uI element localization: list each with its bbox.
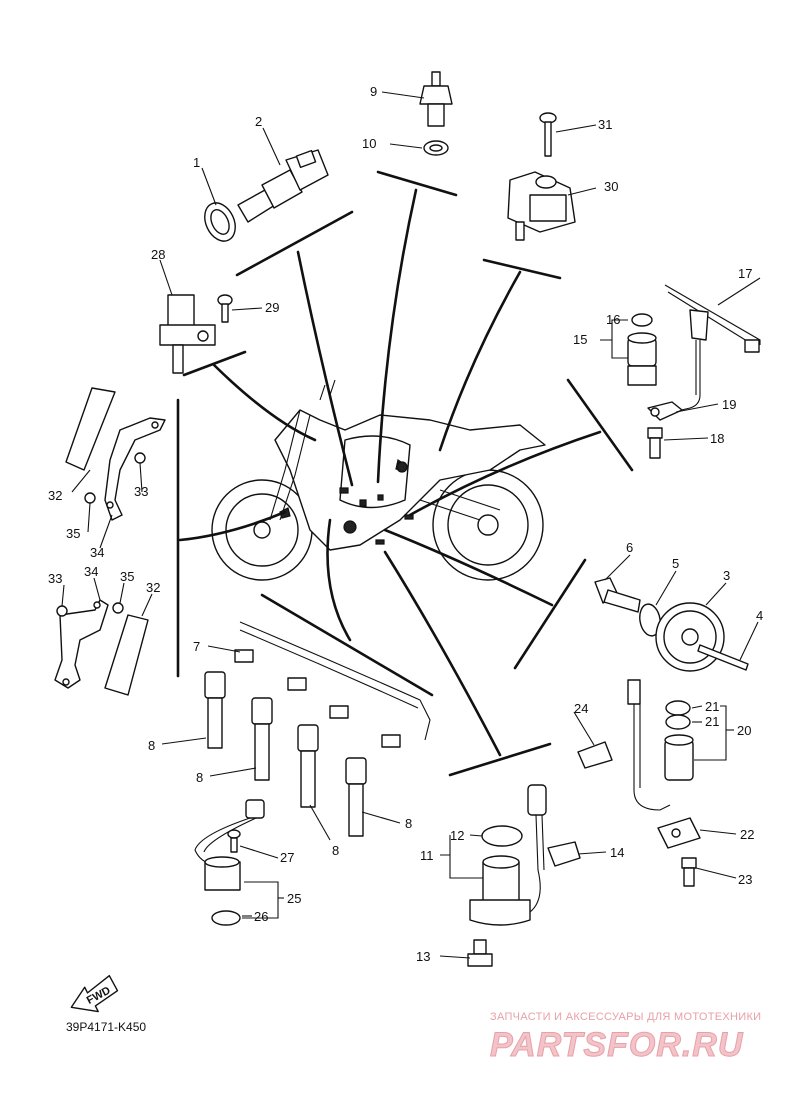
callout-8-a: 8 [148, 738, 155, 753]
callout-3: 3 [723, 568, 730, 583]
callout-10: 10 [362, 136, 376, 151]
part-19-bracket [647, 401, 683, 421]
part-15-sensor [627, 332, 657, 386]
part-35-washer-upper [84, 492, 96, 504]
motorcycle-illustration [211, 379, 546, 581]
callout-18: 18 [710, 431, 724, 446]
callout-27: 27 [280, 850, 294, 865]
part-8-ignition-coil-1 [204, 671, 226, 749]
callout-15: 15 [573, 332, 587, 347]
callout-2: 2 [255, 114, 262, 129]
part-3-sprocket [655, 602, 725, 672]
callout-12: 12 [450, 828, 464, 843]
callout-9: 9 [370, 84, 377, 99]
part-21-o-rings [665, 700, 691, 730]
part-18-bolt [647, 427, 663, 459]
callout-30: 30 [604, 179, 618, 194]
part-29-screw [217, 294, 233, 323]
callout-8-b: 8 [196, 770, 203, 785]
callout-28: 28 [151, 247, 165, 262]
part-9-switch [419, 71, 453, 127]
callout-labels: 1 2 3 4 5 6 7 8 8 8 8 9 10 11 12 13 14 1… [48, 84, 763, 964]
part-10-washer [423, 140, 449, 156]
part-31-screw [539, 112, 557, 157]
callout-29: 29 [265, 300, 279, 315]
part-28-sensor [159, 294, 216, 374]
callout-34-b: 34 [84, 564, 98, 579]
part-22-bracket [657, 817, 701, 849]
callout-25: 25 [287, 891, 301, 906]
part-33-nut-lower [56, 605, 68, 617]
callout-35-b: 35 [120, 569, 134, 584]
callout-32-a: 32 [48, 488, 62, 503]
callout-14: 14 [610, 845, 624, 860]
callout-11: 11 [420, 848, 434, 863]
callout-6: 6 [626, 540, 633, 555]
callout-4: 4 [756, 608, 763, 623]
callout-21-a: 21 [705, 699, 719, 714]
callout-21-b: 21 [705, 714, 719, 729]
part-24-clamp [577, 741, 613, 769]
callout-17: 17 [738, 266, 752, 281]
part-32-reflector-upper [65, 387, 116, 471]
part-1-washer [204, 202, 236, 242]
callout-31: 31 [598, 117, 612, 132]
callout-8-d: 8 [405, 816, 412, 831]
part-11-sensor [469, 784, 547, 926]
part-23-bolt [681, 857, 697, 887]
part-25-sensor [194, 799, 265, 891]
callout-35-a: 35 [66, 526, 80, 541]
forward-direction-arrow: FWD [70, 974, 119, 1013]
part-17-harness [659, 284, 761, 416]
part-7-harness [234, 621, 431, 748]
watermark: ЗАПЧАСТИ И АКСЕССУАРЫ ДЛЯ МОТОТЕХНИКИ PA… [490, 1011, 762, 1065]
part-8-ignition-coil-3 [297, 724, 319, 808]
part-4-shaft [697, 644, 749, 671]
callout-34-a: 34 [90, 545, 104, 560]
callout-23: 23 [738, 872, 752, 887]
callout-7: 7 [193, 639, 200, 654]
callout-5: 5 [672, 556, 679, 571]
part-20-sensor [627, 679, 694, 811]
callout-32-b: 32 [146, 580, 160, 595]
part-8-ignition-coil-2 [251, 697, 273, 781]
diagram-code: 39P4171-K450 [66, 1020, 146, 1034]
part-6-bolt [594, 577, 641, 613]
callout-20: 20 [737, 723, 751, 738]
callout-33-a: 33 [134, 484, 148, 499]
part-32-reflector-lower [104, 614, 149, 696]
callout-16: 16 [606, 312, 620, 327]
callout-33-b: 33 [48, 571, 62, 586]
part-2-sensor [237, 149, 329, 223]
part-33-nut-upper [134, 452, 146, 464]
callout-1: 1 [193, 155, 200, 170]
part-35-washer-lower [112, 602, 124, 614]
part-27-screw [227, 829, 241, 853]
leader-lines [176, 170, 634, 777]
callout-22: 22 [740, 827, 754, 842]
watermark-logo: PARTSFOR.RU [490, 1026, 744, 1064]
part-13-bolt [467, 939, 493, 967]
part-12-o-ring [481, 825, 523, 847]
part-34-bracket-upper [104, 417, 166, 521]
callout-8-c: 8 [332, 843, 339, 858]
part-26-o-ring [211, 910, 241, 926]
part-34-bracket-lower [54, 599, 109, 689]
callout-leader-lines [61, 91, 761, 959]
callout-19: 19 [722, 397, 736, 412]
callout-24: 24 [574, 701, 588, 716]
part-14-clamp [547, 841, 581, 867]
callout-13: 13 [416, 949, 430, 964]
part-30-sensor [507, 171, 576, 241]
part-8-ignition-coil-4 [345, 757, 367, 837]
part-16-o-ring [631, 313, 653, 327]
callout-26: 26 [254, 909, 268, 924]
watermark-tagline: ЗАПЧАСТИ И АКСЕССУАРЫ ДЛЯ МОТОТЕХНИКИ [490, 1011, 761, 1023]
part-5-washer [639, 603, 661, 637]
